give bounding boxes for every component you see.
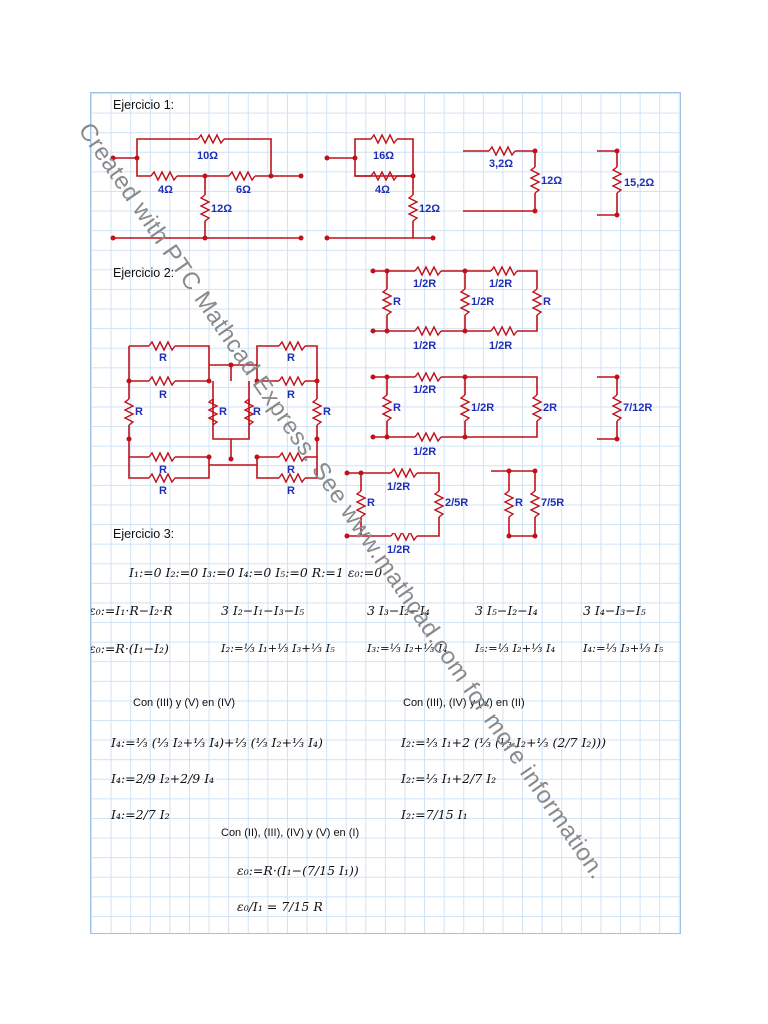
ex2-label: 2R <box>543 402 557 414</box>
eq-row2-1: I₂:=⅓ I₁+⅓ I₃+⅓ I₅ <box>221 641 335 655</box>
eq-row2-0: ε₀:=R·(I₁−I₂) <box>90 641 169 656</box>
ex1-circuit-c: 3,2Ω 12Ω <box>463 146 562 214</box>
ex2-reduced-a: 1/2R R 2/5R <box>344 468 468 533</box>
ex2-label: R <box>287 352 295 364</box>
ex2-ladder-middle: 1/2R R 1/2R 2R 1/2R <box>370 372 557 458</box>
ex1-label: 4Ω <box>158 184 173 196</box>
ex2-label: R <box>393 296 401 308</box>
circuit-continuation: 1/2R <box>344 533 538 556</box>
caption-c: Con (II), (III), (IV) y (V) en (I) <box>221 827 360 839</box>
ex2-equivalent: 7/12R <box>597 374 652 442</box>
ex2-label: 1/2R <box>413 278 436 290</box>
ex2-label: R <box>287 464 295 476</box>
ex2-label: 1/2R <box>489 278 512 290</box>
eq-row2-3: I₅:=⅓ I₂+⅓ I₄ <box>475 641 556 655</box>
ex2-label: 7/12R <box>623 402 652 414</box>
ex2-reduced-b: R 7/5R <box>491 468 564 533</box>
ex2-label: R <box>159 389 167 401</box>
eq-definitions: I₁:=0 I₂:=0 I₃:=0 I₄:=0 I₅:=0 R:=1 ε₀:=0 <box>129 565 383 580</box>
eq-row1-2: 3 I₃−I₂−I₄ <box>367 603 430 618</box>
ex2-label: R <box>253 406 261 418</box>
eq-row1-0: ε₀:=I₁·R−I₂·R <box>90 603 173 618</box>
eq-row1-4: 3 I₄−I₃−I₅ <box>583 603 646 618</box>
ex1-label: 12Ω <box>541 175 562 187</box>
ex1-label: 4Ω <box>375 184 390 196</box>
ex1-circuit-a: 10Ω 4Ω 6Ω 12Ω <box>110 134 304 241</box>
ex2-label: 7/5R <box>541 497 564 509</box>
eq-right-0: I₂:=⅓ I₁+2 (⅓ (⅓ I₂+⅓ (2/7 I₂))) <box>401 735 607 750</box>
ex2-label: R <box>219 406 227 418</box>
ex2-label: R <box>287 485 295 497</box>
ex1-label: 12Ω <box>211 203 232 215</box>
eq-right-1: I₂:=⅓ I₁+2/7 I₂ <box>401 771 497 786</box>
heading-ejercicio-1: Ejercicio 1: <box>113 98 175 112</box>
ex2-label: 1/2R <box>489 340 512 352</box>
ex2-label: 1/2R <box>387 481 410 493</box>
ex1-label: 6Ω <box>236 184 251 196</box>
ex2-label: R <box>393 402 401 414</box>
eq-final-0: ε₀:=R·(I₁−(7/15 I₁)) <box>237 863 359 878</box>
ex1-label: 15,2Ω <box>624 177 654 189</box>
ex2-ladder-top: 1/2R 1/2R R 1/2R R 1/2R 1/2R <box>370 266 551 352</box>
ex2-label: R <box>159 464 167 476</box>
ex2-label: R <box>323 406 331 418</box>
caption-a: Con (III) y (V) en (IV) <box>133 697 236 709</box>
worksheet: Ejercicio 1: Ejercicio 2: Ejercicio 3: 1… <box>90 92 681 934</box>
eq-left-2: I₄:=2/7 I₂ <box>111 807 170 822</box>
eq-right-2: I₂:=7/15 I₁ <box>401 807 468 822</box>
eq-row1-1: 3 I₂−I₁−I₃−I₅ <box>221 603 305 618</box>
ex1-label: 3,2Ω <box>489 158 513 170</box>
eq-final-1: ε₀/I₁ = 7/15 R <box>237 899 323 914</box>
ex1-label: 10Ω <box>197 150 218 162</box>
eq-row2-2: I₃:=⅓ I₂+⅓ I₄ <box>367 641 448 655</box>
heading-ejercicio-3: Ejercicio 3: <box>113 527 175 541</box>
ex2-label: R <box>515 497 523 509</box>
ex2-label: R <box>135 406 143 418</box>
eq-left-0: I₄:=⅓ (⅓ I₂+⅓ I₄)+⅓ (⅓ I₂+⅓ I₄) <box>111 735 323 750</box>
ex2-label: 1/2R <box>471 296 494 308</box>
eq-row1-3: 3 I₅−I₂−I₄ <box>475 603 538 618</box>
eq-row2-4: I₄:=⅓ I₃+⅓ I₅ <box>583 641 664 655</box>
ex2-network-left: R R R R R R R R R R R R <box>124 341 331 497</box>
ex1-circuit-b: 16Ω 4Ω 12Ω <box>324 134 440 241</box>
circuit-diagrams: 10Ω 4Ω 6Ω 12Ω 16Ω 4Ω 12Ω <box>110 134 654 533</box>
eq-left-1: I₄:=2/9 I₂+2/9 I₄ <box>111 771 215 786</box>
heading-ejercicio-2: Ejercicio 2: <box>113 266 175 280</box>
ex2-label: R <box>287 389 295 401</box>
ex1-label: 12Ω <box>419 203 440 215</box>
ex2-label: 1/2R <box>471 402 494 414</box>
ex2-label: 1/2R <box>413 340 436 352</box>
ex2-label: 1/2R <box>413 384 436 396</box>
ex2-label: R <box>159 352 167 364</box>
ex2-label: R <box>367 497 375 509</box>
caption-b: Con (III), (IV) y (V) en (II) <box>403 697 525 709</box>
ex1-label: 16Ω <box>373 150 394 162</box>
ex2-label: 2/5R <box>445 497 468 509</box>
ex1-circuit-d: 15,2Ω <box>597 148 654 218</box>
ex2-label: R <box>543 296 551 308</box>
ex2-label: R <box>159 485 167 497</box>
ex2-label: 1/2R <box>413 446 436 458</box>
ex2-label: 1/2R <box>387 544 410 556</box>
